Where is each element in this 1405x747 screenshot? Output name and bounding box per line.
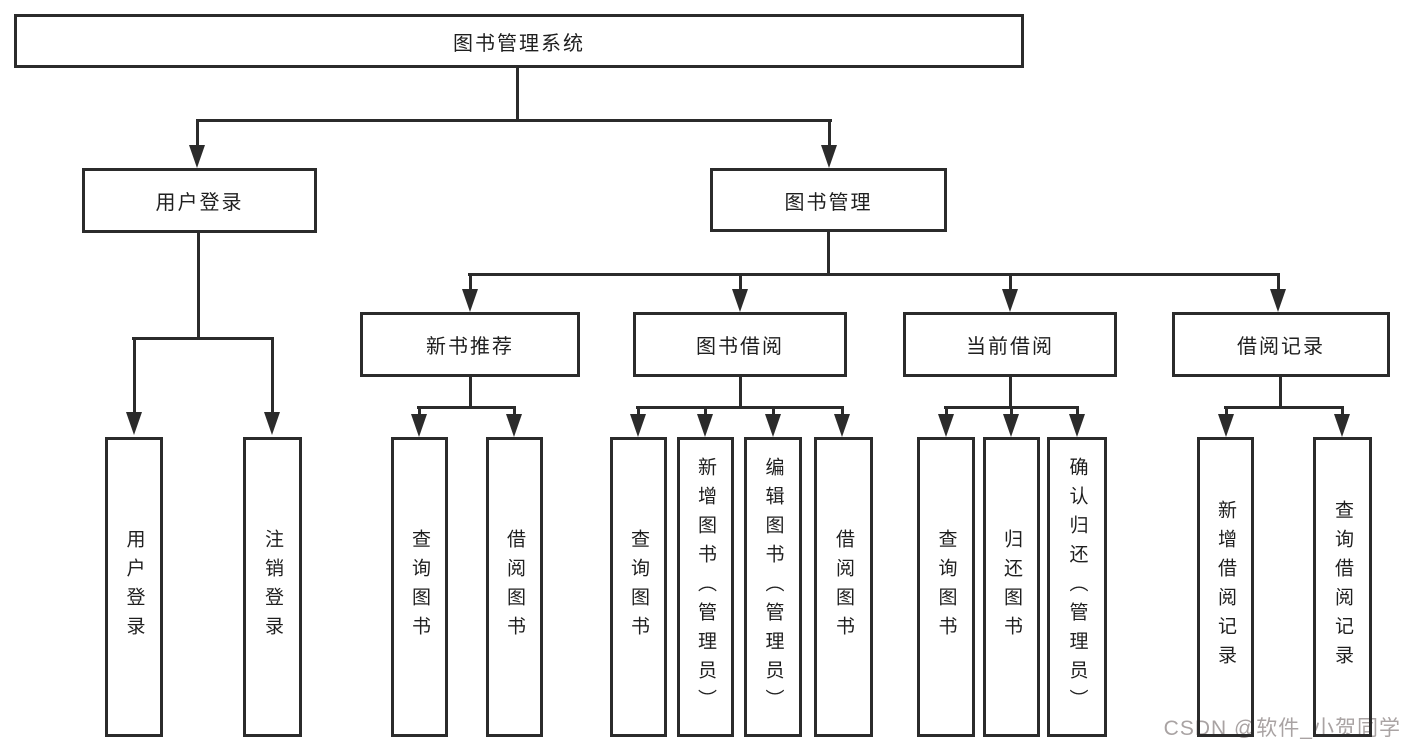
connector-line — [516, 68, 519, 122]
node-user-login-label: 用户登录 — [155, 192, 244, 214]
leaf-query-books-borrow-label: 查询图书 — [628, 529, 649, 645]
connector-line — [468, 273, 1280, 276]
node-book-management-label: 图书管理 — [784, 191, 873, 214]
node-book-borrow: 图书借阅 — [633, 312, 847, 377]
connector-line — [417, 406, 516, 409]
connector-line — [469, 377, 472, 409]
leaf-borrow-books-label: 借阅图书 — [833, 529, 854, 645]
node-library-system-label: 图书管理系统 — [453, 32, 585, 55]
arrow-down-icon — [126, 412, 142, 435]
leaf-add-book-admin: 新增图书（管理员） — [677, 437, 734, 737]
leaf-add-borrow-record-label: 新增借阅记录 — [1215, 500, 1236, 674]
leaf-query-borrow-record-label: 查询借阅记录 — [1332, 500, 1353, 674]
leaf-logout-label: 注销登录 — [262, 529, 283, 645]
arrow-down-icon — [697, 414, 713, 437]
leaf-borrow-books: 借阅图书 — [814, 437, 873, 737]
connector-line — [132, 337, 274, 340]
arrow-down-icon — [1069, 414, 1085, 437]
arrow-down-icon — [834, 414, 850, 437]
connector-line — [1277, 273, 1280, 291]
leaf-query-borrow-record: 查询借阅记录 — [1313, 437, 1372, 737]
arrow-down-icon — [630, 414, 646, 437]
connector-line — [739, 273, 742, 291]
arrow-down-icon — [732, 289, 748, 312]
leaf-user-login: 用户登录 — [105, 437, 163, 737]
connector-line — [841, 406, 844, 415]
arrow-down-icon — [1003, 414, 1019, 437]
node-current-borrow: 当前借阅 — [903, 312, 1117, 377]
node-current-borrow-label: 当前借阅 — [966, 336, 1054, 358]
leaf-add-borrow-record: 新增借阅记录 — [1197, 437, 1254, 737]
leaf-logout: 注销登录 — [243, 437, 302, 737]
leaf-query-books-current: 查询图书 — [917, 437, 975, 737]
node-borrow-records-label: 借阅记录 — [1237, 336, 1325, 358]
node-borrow-records: 借阅记录 — [1172, 312, 1390, 377]
arrow-down-icon — [264, 412, 280, 435]
arrow-down-icon — [938, 414, 954, 437]
arrow-down-icon — [1218, 414, 1234, 437]
leaf-confirm-return-admin-label: 确认归还（管理员） — [1066, 456, 1088, 718]
arrow-down-icon — [462, 289, 478, 312]
arrow-down-icon — [765, 414, 781, 437]
connector-line — [636, 406, 844, 409]
leaf-edit-book-admin: 编辑图书（管理员） — [744, 437, 802, 737]
connector-line — [1010, 406, 1013, 415]
connector-line — [739, 377, 742, 409]
leaf-query-books-borrow: 查询图书 — [610, 437, 667, 737]
connector-line — [1341, 406, 1344, 415]
connector-line — [1009, 273, 1012, 291]
node-new-book-recommend: 新书推荐 — [360, 312, 580, 377]
arrow-down-icon — [411, 414, 427, 437]
connector-line — [1225, 406, 1228, 415]
leaf-borrow-books-recommend-label: 借阅图书 — [504, 529, 525, 645]
connector-line — [133, 337, 136, 413]
arrow-down-icon — [1002, 289, 1018, 312]
arrow-down-icon — [1334, 414, 1350, 437]
arrow-down-icon — [506, 414, 522, 437]
node-new-book-recommend-label: 新书推荐 — [426, 336, 514, 358]
connector-line — [197, 233, 200, 340]
node-book-borrow-label: 图书借阅 — [696, 336, 784, 358]
leaf-query-books-recommend-label: 查询图书 — [409, 529, 430, 645]
node-library-system: 图书管理系统 — [14, 14, 1024, 68]
connector-line — [945, 406, 948, 415]
connector-line — [513, 406, 516, 415]
connector-line — [637, 406, 640, 415]
connector-line — [827, 232, 830, 276]
leaf-query-books-current-label: 查询图书 — [935, 529, 957, 645]
leaf-borrow-books-recommend: 借阅图书 — [486, 437, 543, 737]
leaf-return-books-label: 归还图书 — [1001, 529, 1022, 645]
connector-line — [1009, 377, 1012, 409]
watermark-text: CSDN @软件_小贺同学 — [1163, 717, 1401, 740]
connector-line — [1076, 406, 1079, 415]
arrow-down-icon — [821, 145, 837, 168]
arrow-down-icon — [1270, 289, 1286, 312]
connector-line — [418, 406, 421, 415]
node-user-login: 用户登录 — [82, 168, 317, 233]
connector-line — [271, 337, 274, 413]
connector-line — [196, 119, 199, 146]
connector-line — [196, 119, 832, 122]
leaf-confirm-return-admin: 确认归还（管理员） — [1047, 437, 1107, 737]
leaf-edit-book-admin-label: 编辑图书（管理员） — [762, 456, 784, 718]
connector-line — [704, 406, 707, 415]
leaf-user-login-label: 用户登录 — [123, 529, 145, 645]
leaf-add-book-admin-label: 新增图书（管理员） — [695, 456, 716, 718]
connector-line — [828, 119, 831, 146]
connector-line — [772, 406, 775, 415]
node-book-management: 图书管理 — [710, 168, 947, 232]
connector-line — [1224, 406, 1344, 409]
leaf-return-books: 归还图书 — [983, 437, 1040, 737]
leaf-query-books-recommend: 查询图书 — [391, 437, 448, 737]
connector-line — [469, 273, 472, 291]
arrow-down-icon — [189, 145, 205, 168]
connector-line — [1279, 377, 1282, 409]
